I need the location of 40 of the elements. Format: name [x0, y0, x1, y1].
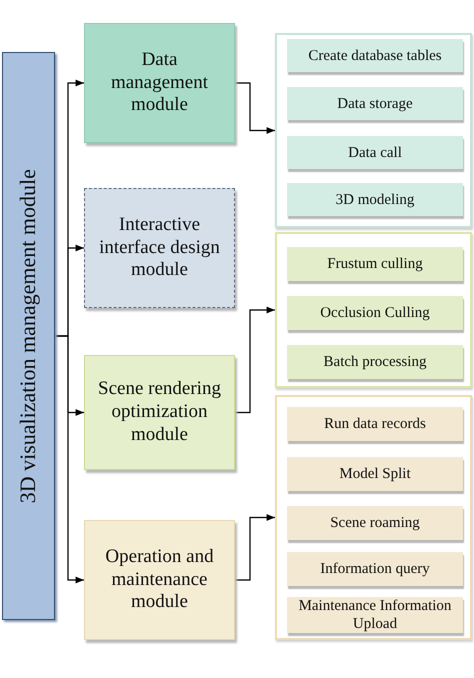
- connector-arrow: [55, 335, 84, 584]
- sub-module-box: [287, 247, 463, 281]
- module-label: Interactive interface design module: [98, 214, 221, 282]
- module-box: [84, 188, 235, 308]
- group-panel: [275, 232, 472, 388]
- connector-arrow: [235, 306, 275, 414]
- group-panel: [275, 395, 472, 640]
- module-label: Model Split: [339, 465, 411, 483]
- module-label: Run data records: [324, 415, 426, 433]
- sub-module-box: [287, 407, 463, 441]
- group-panel: [275, 33, 472, 228]
- module-label: Batch processing: [324, 353, 426, 371]
- connector-arrow: [235, 82, 275, 134]
- module-label: Data call: [348, 144, 402, 162]
- module-label: Frustum culling: [327, 255, 423, 273]
- sub-module-box: [287, 39, 463, 72]
- module-label: Data storage: [337, 94, 413, 112]
- sub-module-box: [287, 136, 463, 169]
- module-box: [84, 355, 235, 470]
- main-module-bar: [2, 52, 55, 620]
- sub-module-box: [287, 506, 463, 540]
- vertical-title: 3D visualization management module: [15, 168, 42, 504]
- module-label: Scene roaming: [330, 514, 420, 532]
- sub-module-box: [287, 296, 463, 330]
- sub-module-box: [287, 345, 463, 379]
- module-label: Occlusion Culling: [320, 304, 430, 322]
- module-label: Data management module: [110, 48, 210, 118]
- sub-module-box: [287, 87, 463, 120]
- connector-arrow: [235, 514, 275, 581]
- sub-module-box: [287, 457, 463, 491]
- sub-module-box: [287, 552, 463, 586]
- module-box: [84, 520, 235, 640]
- module-label: Information query: [320, 560, 430, 578]
- module-label: 3D modeling: [336, 190, 414, 208]
- module-box: [84, 23, 235, 143]
- module-label: Maintenance Information Upload: [298, 597, 452, 633]
- module-label: Operation and maintenance module: [104, 546, 215, 614]
- module-label: Scene rendering optimization module: [97, 378, 222, 447]
- sub-module-box: [287, 183, 463, 216]
- module-label: Create database tables: [308, 46, 442, 64]
